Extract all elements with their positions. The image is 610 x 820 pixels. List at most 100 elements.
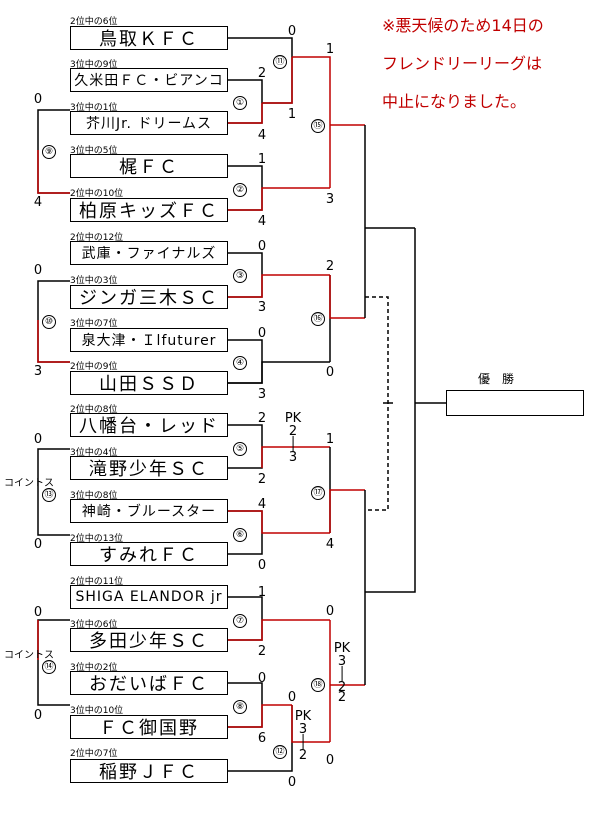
team-box: ジンガ三木ＳＣ — [70, 285, 228, 309]
match-11-bottom-score: 1 — [287, 107, 297, 122]
match-14-top-score: 0 — [33, 605, 43, 620]
team-rank: 2位中の10位 — [70, 189, 124, 199]
team-rank: 2位中の9位 — [70, 362, 118, 372]
team-rank: 3位中の1位 — [70, 103, 118, 113]
team-box: 武庫・ファイナルズ — [70, 241, 228, 265]
match-number-7: ⑦ — [233, 614, 247, 628]
team-score: 4 — [257, 497, 267, 512]
team-score: 0 — [287, 24, 297, 39]
team-rank: 3位中の8位 — [70, 491, 118, 501]
team-score: 2 — [257, 644, 267, 659]
coin-toss-label: コイントス — [4, 650, 54, 661]
team-score: 0 — [257, 558, 267, 573]
team-box: 柏原キッズＦＣ — [70, 198, 228, 222]
team-box: 鳥取ＫＦＣ — [70, 26, 228, 50]
match-number-18: ⑱ — [311, 678, 325, 692]
pk-label: PK — [284, 411, 302, 426]
match-15-bottom-score: 3 — [325, 192, 335, 207]
team-box: 梶ＦＣ — [70, 154, 228, 178]
match-number-2: ② — [233, 183, 247, 197]
pk-score: 3 — [298, 722, 308, 737]
pk-score: 2 — [298, 748, 308, 763]
team-rank: 3位中の7位 — [70, 319, 118, 329]
team-rank: 2位中の8位 — [70, 405, 118, 415]
team-score: 4 — [257, 128, 267, 143]
match-number-13: ⑬ — [42, 488, 56, 502]
team-score: 6 — [257, 731, 267, 746]
match-number-10: ⑩ — [42, 315, 56, 329]
team-box: 滝野少年ＳＣ — [70, 456, 228, 480]
match-17-top-score: 1 — [325, 432, 335, 447]
match-number-17: ⑰ — [311, 486, 325, 500]
team-rank: 3位中の5位 — [70, 146, 118, 156]
team-score: 1 — [257, 585, 267, 600]
cancellation-notice-line-1: ※悪天候のため14日の — [382, 16, 544, 35]
match-18-top-score: 0 — [325, 604, 335, 619]
match-number-8: ⑧ — [233, 700, 247, 714]
team-rank: 2位中の11位 — [70, 577, 124, 587]
match-number-16: ⑯ — [311, 312, 325, 326]
match-10-bottom-score: 3 — [33, 364, 43, 379]
team-box: ＦＣ御国野 — [70, 715, 228, 739]
pk-score: 3 — [288, 450, 298, 465]
match-14-bottom-score: 0 — [33, 708, 43, 723]
team-box: 久米田ＦＣ・ビアンコ — [70, 68, 228, 92]
match-13-top-score: 0 — [33, 432, 43, 447]
team-score: 0 — [287, 775, 297, 790]
team-score: 1 — [257, 152, 267, 167]
team-box: 八幡台・レッド — [70, 413, 228, 437]
team-score: 3 — [257, 387, 267, 402]
team-rank: 2位中の13位 — [70, 534, 124, 544]
team-score: 2 — [257, 411, 267, 426]
pk-label: PK — [333, 641, 351, 656]
team-score: 2 — [257, 66, 267, 81]
team-rank: 3位中の3位 — [70, 276, 118, 286]
team-score: 2 — [257, 472, 267, 487]
pk-divider: │ — [338, 667, 346, 682]
match-9-bottom-score: 4 — [33, 195, 43, 210]
team-score: 3 — [257, 300, 267, 315]
team-rank: 3位中の6位 — [70, 620, 118, 630]
pk-divider: │ — [299, 735, 307, 750]
champion-label: 優勝 — [478, 372, 527, 386]
cancellation-notice-line-3: 中止になりました。 — [382, 92, 527, 111]
team-rank: 2位中の6位 — [70, 17, 118, 27]
match-number-1: ① — [233, 96, 247, 110]
match-number-15: ⑮ — [311, 119, 325, 133]
match-12-bottom-score: 0 — [325, 753, 335, 768]
team-box: すみれＦＣ — [70, 542, 228, 566]
match-number-9: ⑨ — [42, 145, 56, 159]
match-number-6: ⑥ — [233, 528, 247, 542]
match-18-bottom-score: 2 — [337, 690, 347, 705]
pk-label: PK — [294, 709, 312, 724]
team-rank: 3位中の4位 — [70, 448, 118, 458]
match-16-top-score: 2 — [325, 259, 335, 274]
team-rank: 3位中の9位 — [70, 60, 118, 70]
coin-toss-label: コイントス — [4, 478, 54, 489]
pk-score: 2 — [337, 680, 347, 695]
pk-annotation-m18: PK 3 │ 2 — [333, 642, 351, 694]
pk-score: 3 — [337, 654, 347, 669]
team-score: 0 — [257, 326, 267, 341]
team-rank: 2位中の7位 — [70, 749, 118, 759]
pk-annotation-m12: PK 3 │ 2 — [294, 710, 312, 762]
match-number-11: ⑪ — [273, 55, 287, 69]
team-rank: 3位中の2位 — [70, 663, 118, 673]
team-box: SHIGA ELANDOR jr — [70, 585, 228, 609]
pk-divider: │ — [289, 437, 297, 452]
team-box: 稲野ＪＦＣ — [70, 759, 228, 783]
match-16-bottom-score: 0 — [325, 365, 335, 380]
team-box: 山田ＳＳＤ — [70, 371, 228, 395]
match-number-5: ⑤ — [233, 442, 247, 456]
team-score: 0 — [257, 239, 267, 254]
team-score: 0 — [257, 671, 267, 686]
team-box: 芥川Jr. ドリームス — [70, 111, 228, 135]
match-12-top-score: 0 — [287, 690, 297, 705]
match-number-3: ③ — [233, 269, 247, 283]
champion-box — [446, 390, 584, 416]
team-box: おだいばＦＣ — [70, 671, 228, 695]
team-rank: 3位中の10位 — [70, 706, 124, 716]
match-17-bottom-score: 4 — [325, 537, 335, 552]
match-9-top-score: 0 — [33, 92, 43, 107]
